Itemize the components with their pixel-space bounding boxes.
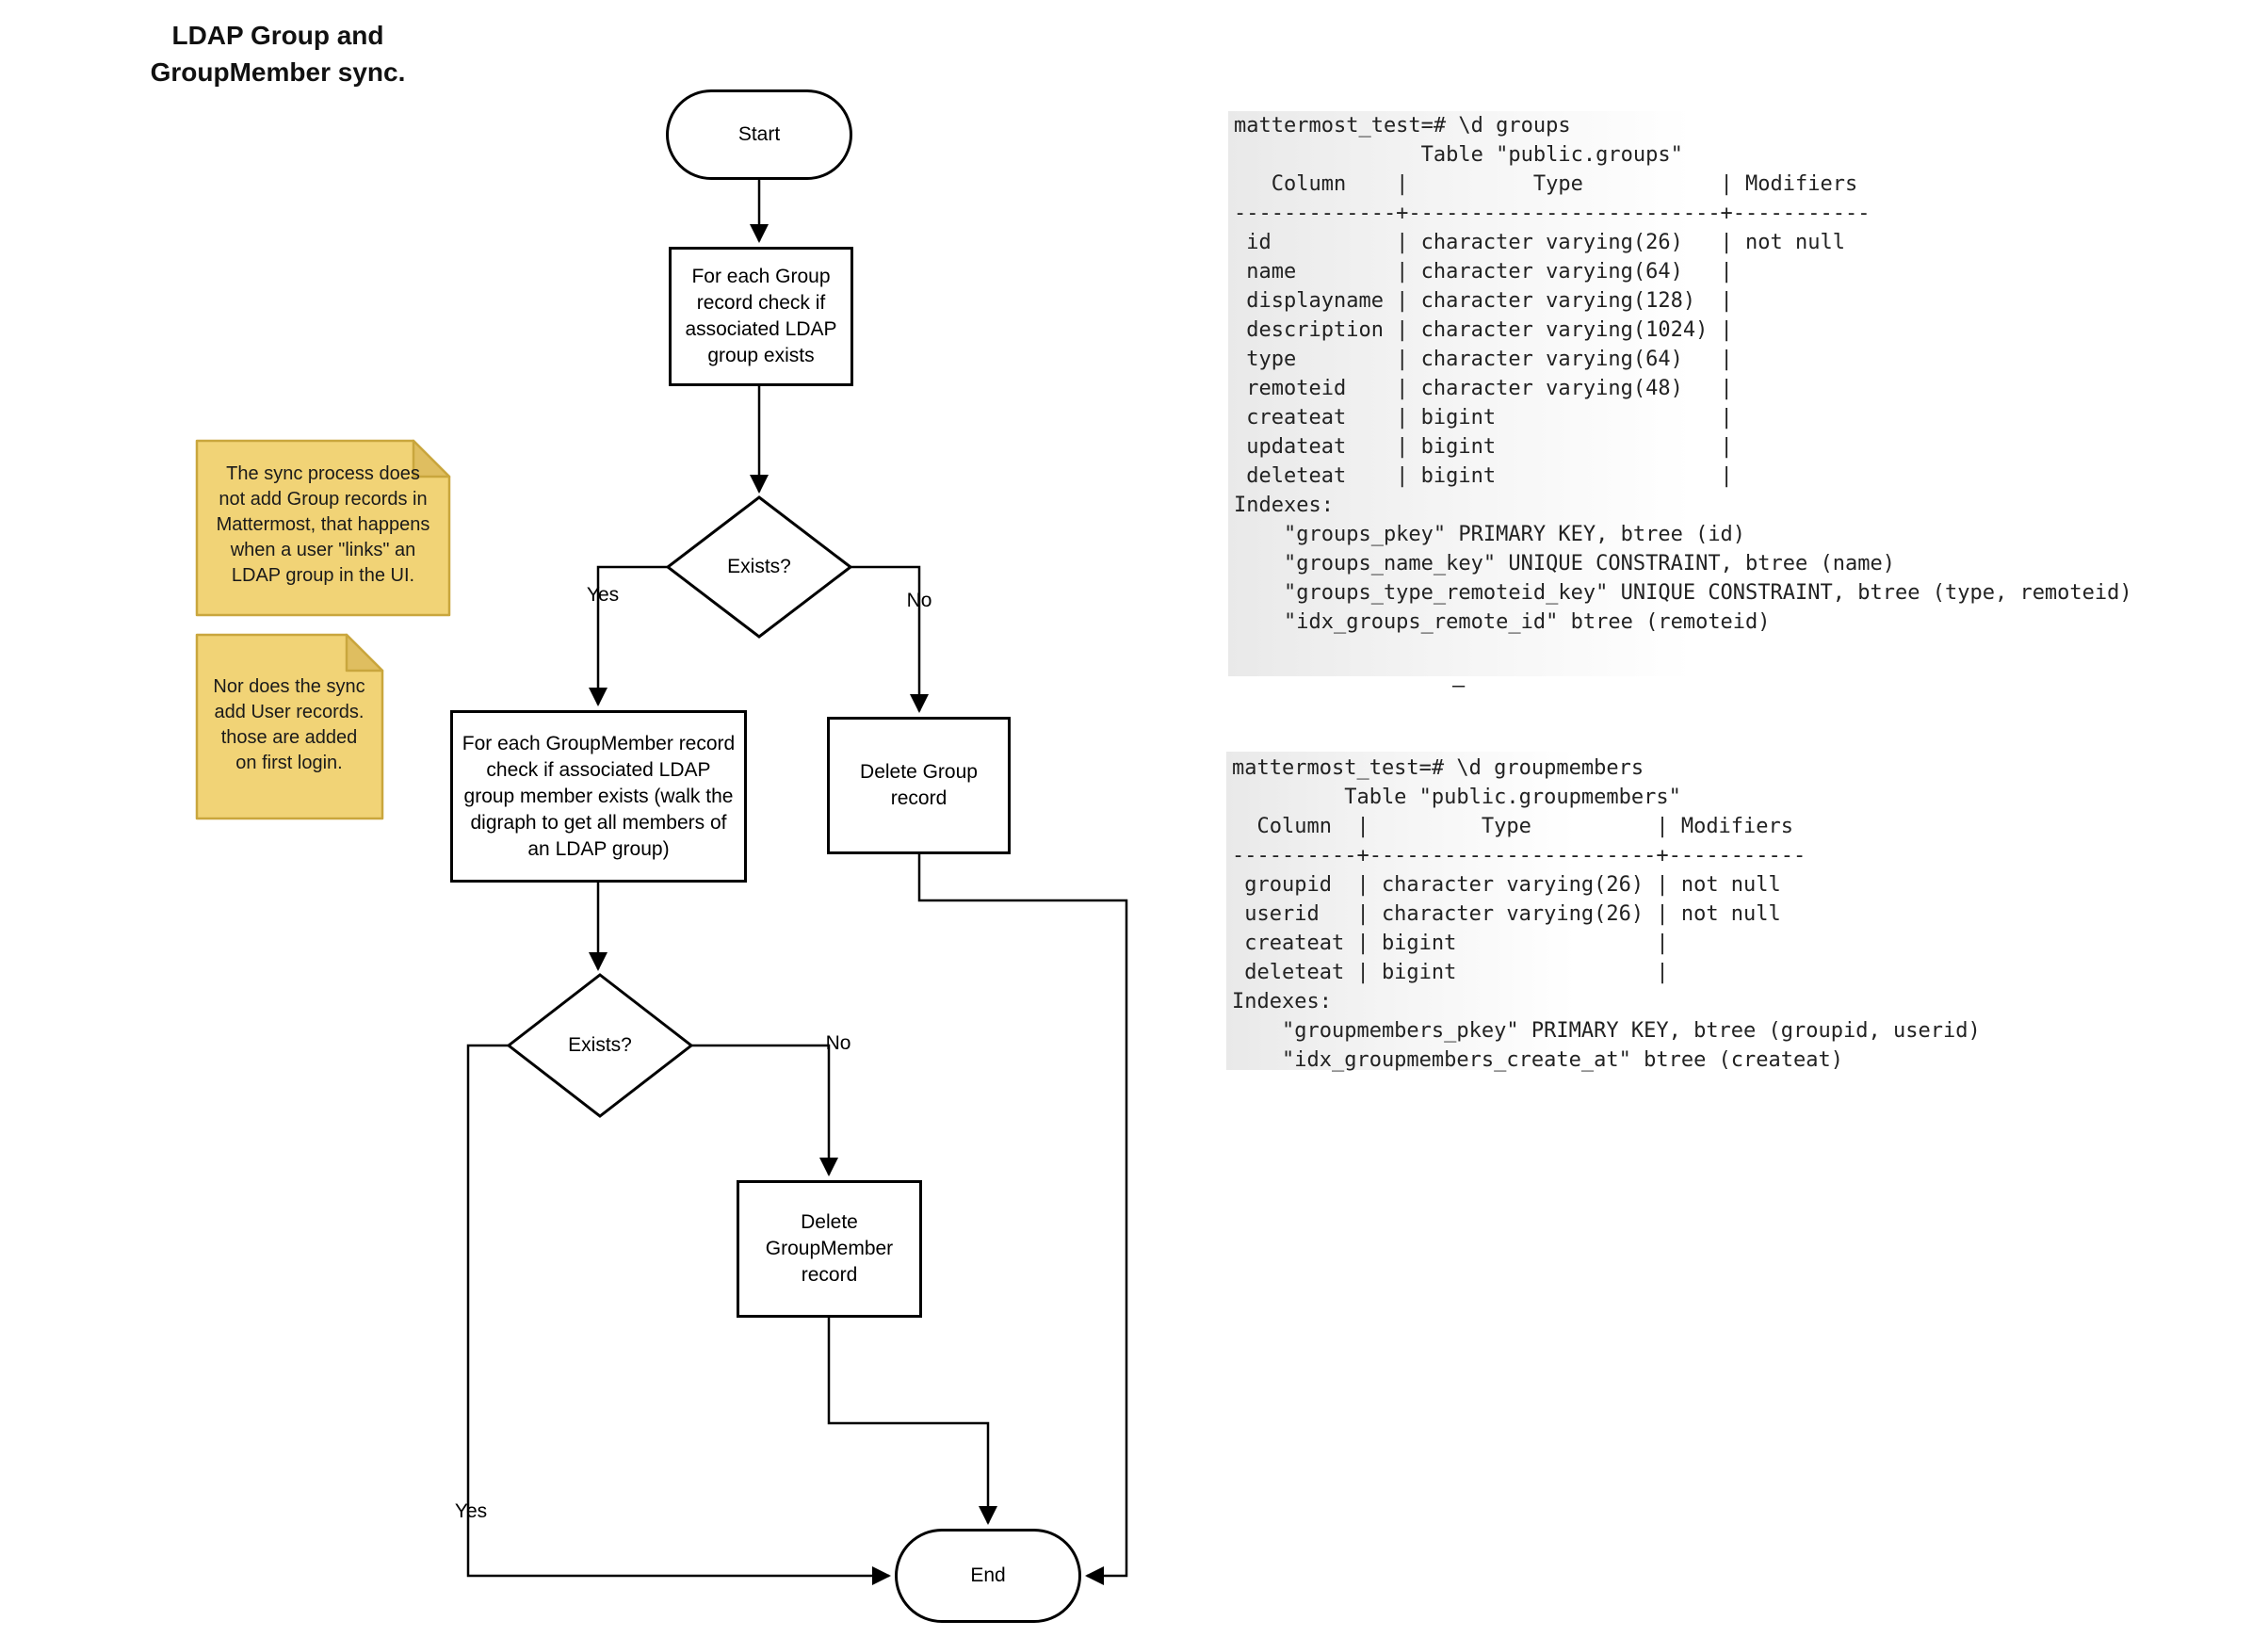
edge-exists2-no-to-delete-groupmember <box>691 1044 838 1176</box>
decision-exists-group-shape <box>665 495 853 639</box>
sticky-note-1-fold-icon <box>412 439 451 478</box>
terminal-panel-groupmembers <box>1226 752 1790 1070</box>
terminal-panel-groups <box>1228 111 1976 676</box>
process-delete-group-node: Delete Group record <box>827 717 1011 854</box>
decision-exists-groupmember-label: Exists? <box>568 1034 632 1056</box>
end-node: End <box>895 1529 1081 1623</box>
edge-exists-no-to-delete-group <box>850 565 929 713</box>
sticky-note-2-fold-icon <box>345 633 384 673</box>
page-title: LDAP Group and GroupMember sync. <box>150 21 406 87</box>
terminal-groups-text: mattermost_test=# \d groups Table "publi… <box>1234 114 2132 634</box>
sticky-note-2-shape <box>195 633 384 820</box>
edge-label-group-no: No <box>906 590 932 611</box>
sticky-note-1-shape <box>195 439 451 617</box>
process-delete-groupmember-node: Delete GroupMember record <box>737 1180 922 1318</box>
edge-delete-group-to-end <box>917 854 1128 1585</box>
process-check-group-node: For each Group record check if associate… <box>669 247 853 386</box>
process-check-groupmember-node: For each GroupMember record check if ass… <box>450 710 747 883</box>
sticky-note-1-text: The sync process does not add Group reco… <box>216 463 430 586</box>
terminal-groupmembers-text: mattermost_test=# \d groupmembers Table … <box>1232 756 1981 1072</box>
edge-delete-groupmember-to-end <box>827 1318 997 1525</box>
edge-exists-yes-to-check-groupmember <box>589 565 668 706</box>
edge-exists2-yes-to-end <box>466 1044 891 1585</box>
edge-label-group-yes: Yes <box>586 584 620 606</box>
decision-exists-groupmember-shape <box>506 973 694 1118</box>
decision-exists-group-label: Exists? <box>727 556 791 577</box>
edge-label-member-yes: Yes <box>454 1500 488 1522</box>
start-node: Start <box>666 89 852 180</box>
edge-label-member-no: No <box>825 1032 851 1054</box>
sticky-note-2-text: Nor does the sync add User records. thos… <box>213 676 365 773</box>
terminal-cursor-dash: – <box>1452 674 1466 698</box>
